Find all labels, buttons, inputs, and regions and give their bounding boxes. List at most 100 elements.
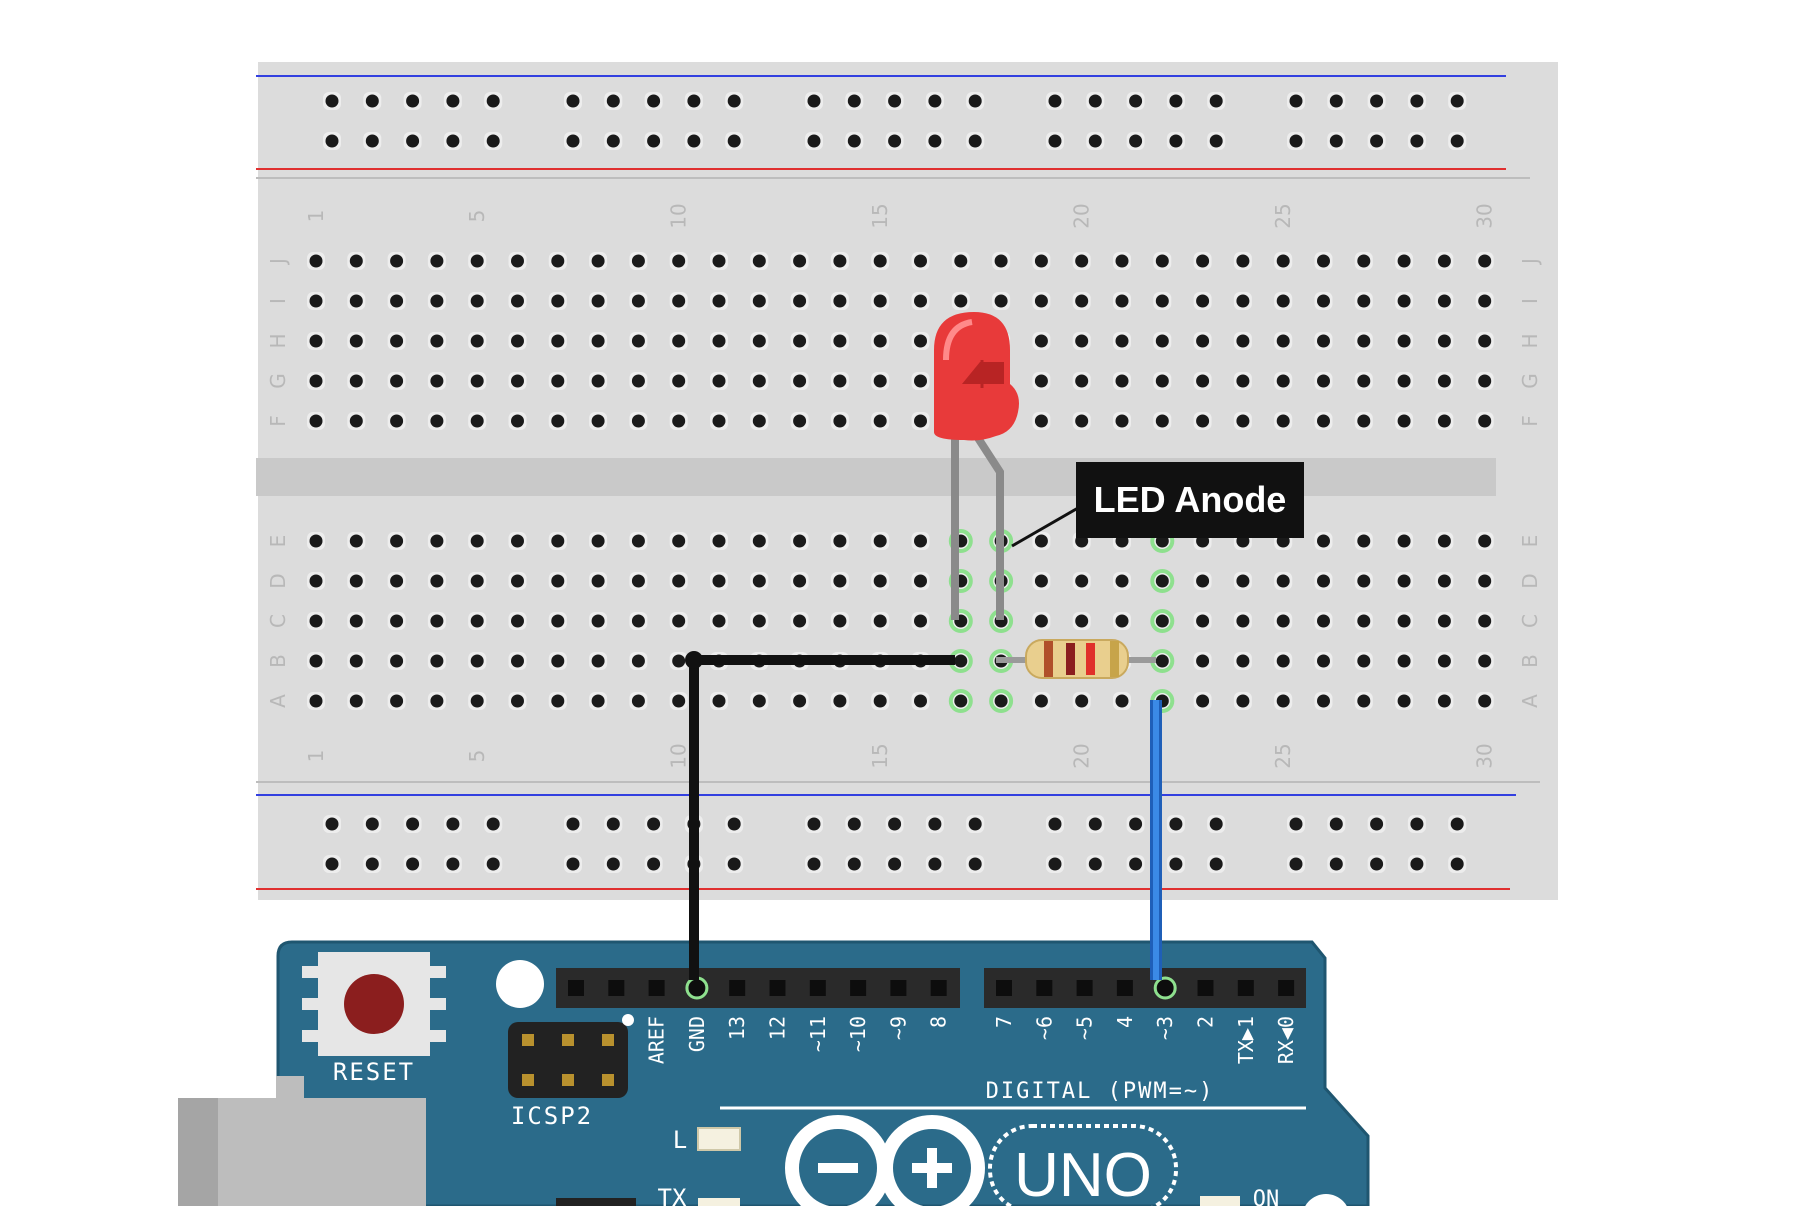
rail-hole xyxy=(406,94,420,108)
breadboard-hole xyxy=(712,334,726,348)
breadboard-hole xyxy=(793,574,807,588)
row-label: A xyxy=(266,694,290,708)
header-pin-label: 12 xyxy=(766,1016,790,1040)
reset-button-cap[interactable] xyxy=(344,974,404,1034)
l-led-label: L xyxy=(673,1126,687,1154)
rail-hole xyxy=(325,94,339,108)
arduino-infinity-logo xyxy=(785,1115,985,1206)
breadboard-hole xyxy=(1478,654,1492,668)
rail-hole xyxy=(1329,94,1343,108)
usb-connector-edge xyxy=(178,1098,218,1206)
header-pin xyxy=(809,980,826,996)
breadboard-hole xyxy=(309,254,323,268)
rail-hole xyxy=(365,94,379,108)
breadboard-hole xyxy=(1478,374,1492,388)
breadboard-hole xyxy=(430,414,444,428)
breadboard-hole xyxy=(1276,574,1290,588)
breadboard-hole xyxy=(1317,614,1330,628)
breadboard-hole xyxy=(390,534,404,548)
rail-hole xyxy=(807,817,821,831)
breadboard-hole xyxy=(1075,414,1089,428)
breadboard-hole xyxy=(833,694,847,708)
header-pin xyxy=(996,980,1012,996)
breadboard-hole xyxy=(1276,374,1290,388)
breadboard-hole xyxy=(833,414,847,428)
resistor-band-3 xyxy=(1086,643,1095,675)
breadboard-hole xyxy=(591,334,605,348)
breadboard-hole xyxy=(833,614,847,628)
breadboard-hole xyxy=(752,334,766,348)
breadboard-hole xyxy=(591,534,605,548)
rail-hole xyxy=(406,857,420,871)
breadboard-hole xyxy=(1437,414,1451,428)
breadboard-hole xyxy=(1317,254,1330,268)
rail-hole xyxy=(1410,94,1424,108)
breadboard-hole xyxy=(1357,574,1371,588)
breadboard-hole xyxy=(833,534,847,548)
rail-hole xyxy=(888,817,902,831)
breadboard-hole xyxy=(712,294,726,308)
row-label: C xyxy=(266,614,290,628)
rail-hole xyxy=(647,94,661,108)
breadboard-hole xyxy=(1115,614,1129,628)
breadboard-hole xyxy=(349,694,363,708)
rail-hole xyxy=(1129,134,1143,148)
breadboard-hole xyxy=(672,534,686,548)
breadboard-hole xyxy=(1115,694,1129,708)
breadboard-hole xyxy=(631,374,645,388)
breadboard-hole xyxy=(511,374,524,388)
breadboard-hole xyxy=(551,574,565,588)
rail-hole xyxy=(1450,817,1464,831)
connected-hole xyxy=(948,609,973,633)
breadboard-hole xyxy=(914,414,927,428)
breadboard-hole xyxy=(1236,294,1250,308)
row-label: B xyxy=(266,654,290,668)
breadboard-hole xyxy=(470,654,484,668)
breadboard-hole xyxy=(833,574,847,588)
breadboard-hole xyxy=(1075,254,1089,268)
row-label: D xyxy=(266,573,290,588)
header-pin-label: AREF xyxy=(645,1016,669,1064)
breadboard-hole xyxy=(873,614,887,628)
breadboard-hole xyxy=(1034,574,1048,588)
rail-hole xyxy=(1370,857,1384,871)
breadboard-hole xyxy=(994,694,1008,708)
breadboard-hole xyxy=(1196,614,1210,628)
breadboard-hole xyxy=(1397,334,1411,348)
breadboard-hole xyxy=(1437,694,1451,708)
rail-hole xyxy=(1370,94,1384,108)
connected-hole xyxy=(948,689,973,713)
rail-hole xyxy=(1410,857,1424,871)
breadboard-hole xyxy=(1397,534,1411,548)
breadboard-hole xyxy=(712,374,726,388)
rail-hole xyxy=(1129,857,1143,871)
l-led xyxy=(697,1127,741,1151)
reset-button[interactable] xyxy=(302,952,446,1056)
rail-hole xyxy=(647,857,661,871)
breadboard-hole xyxy=(470,534,484,548)
rail-hole xyxy=(807,94,821,108)
breadboard-hole xyxy=(1478,694,1492,708)
rail-hole xyxy=(486,94,500,108)
breadboard-hole xyxy=(752,574,766,588)
breadboard-hole xyxy=(349,254,363,268)
breadboard-hole xyxy=(551,534,565,548)
breadboard-hole xyxy=(1357,614,1371,628)
breadboard-hole xyxy=(551,294,565,308)
breadboard-hole xyxy=(1276,334,1290,348)
breadboard-hole xyxy=(1437,254,1451,268)
on-led xyxy=(1200,1196,1240,1206)
breadboard-hole xyxy=(873,294,887,308)
breadboard-hole xyxy=(309,294,323,308)
breadboard-hole xyxy=(712,574,726,588)
row-label: C xyxy=(1518,614,1542,628)
breadboard-hole xyxy=(591,574,605,588)
breadboard-hole xyxy=(1276,614,1290,628)
header-pin-holes xyxy=(568,976,1295,1000)
breadboard-hole xyxy=(1317,414,1330,428)
callout-box xyxy=(1076,462,1304,538)
rail-hole xyxy=(807,134,821,148)
breadboard-hole xyxy=(672,414,686,428)
icsp-pin1-marker xyxy=(622,1014,634,1026)
rail-hole xyxy=(1169,857,1183,871)
